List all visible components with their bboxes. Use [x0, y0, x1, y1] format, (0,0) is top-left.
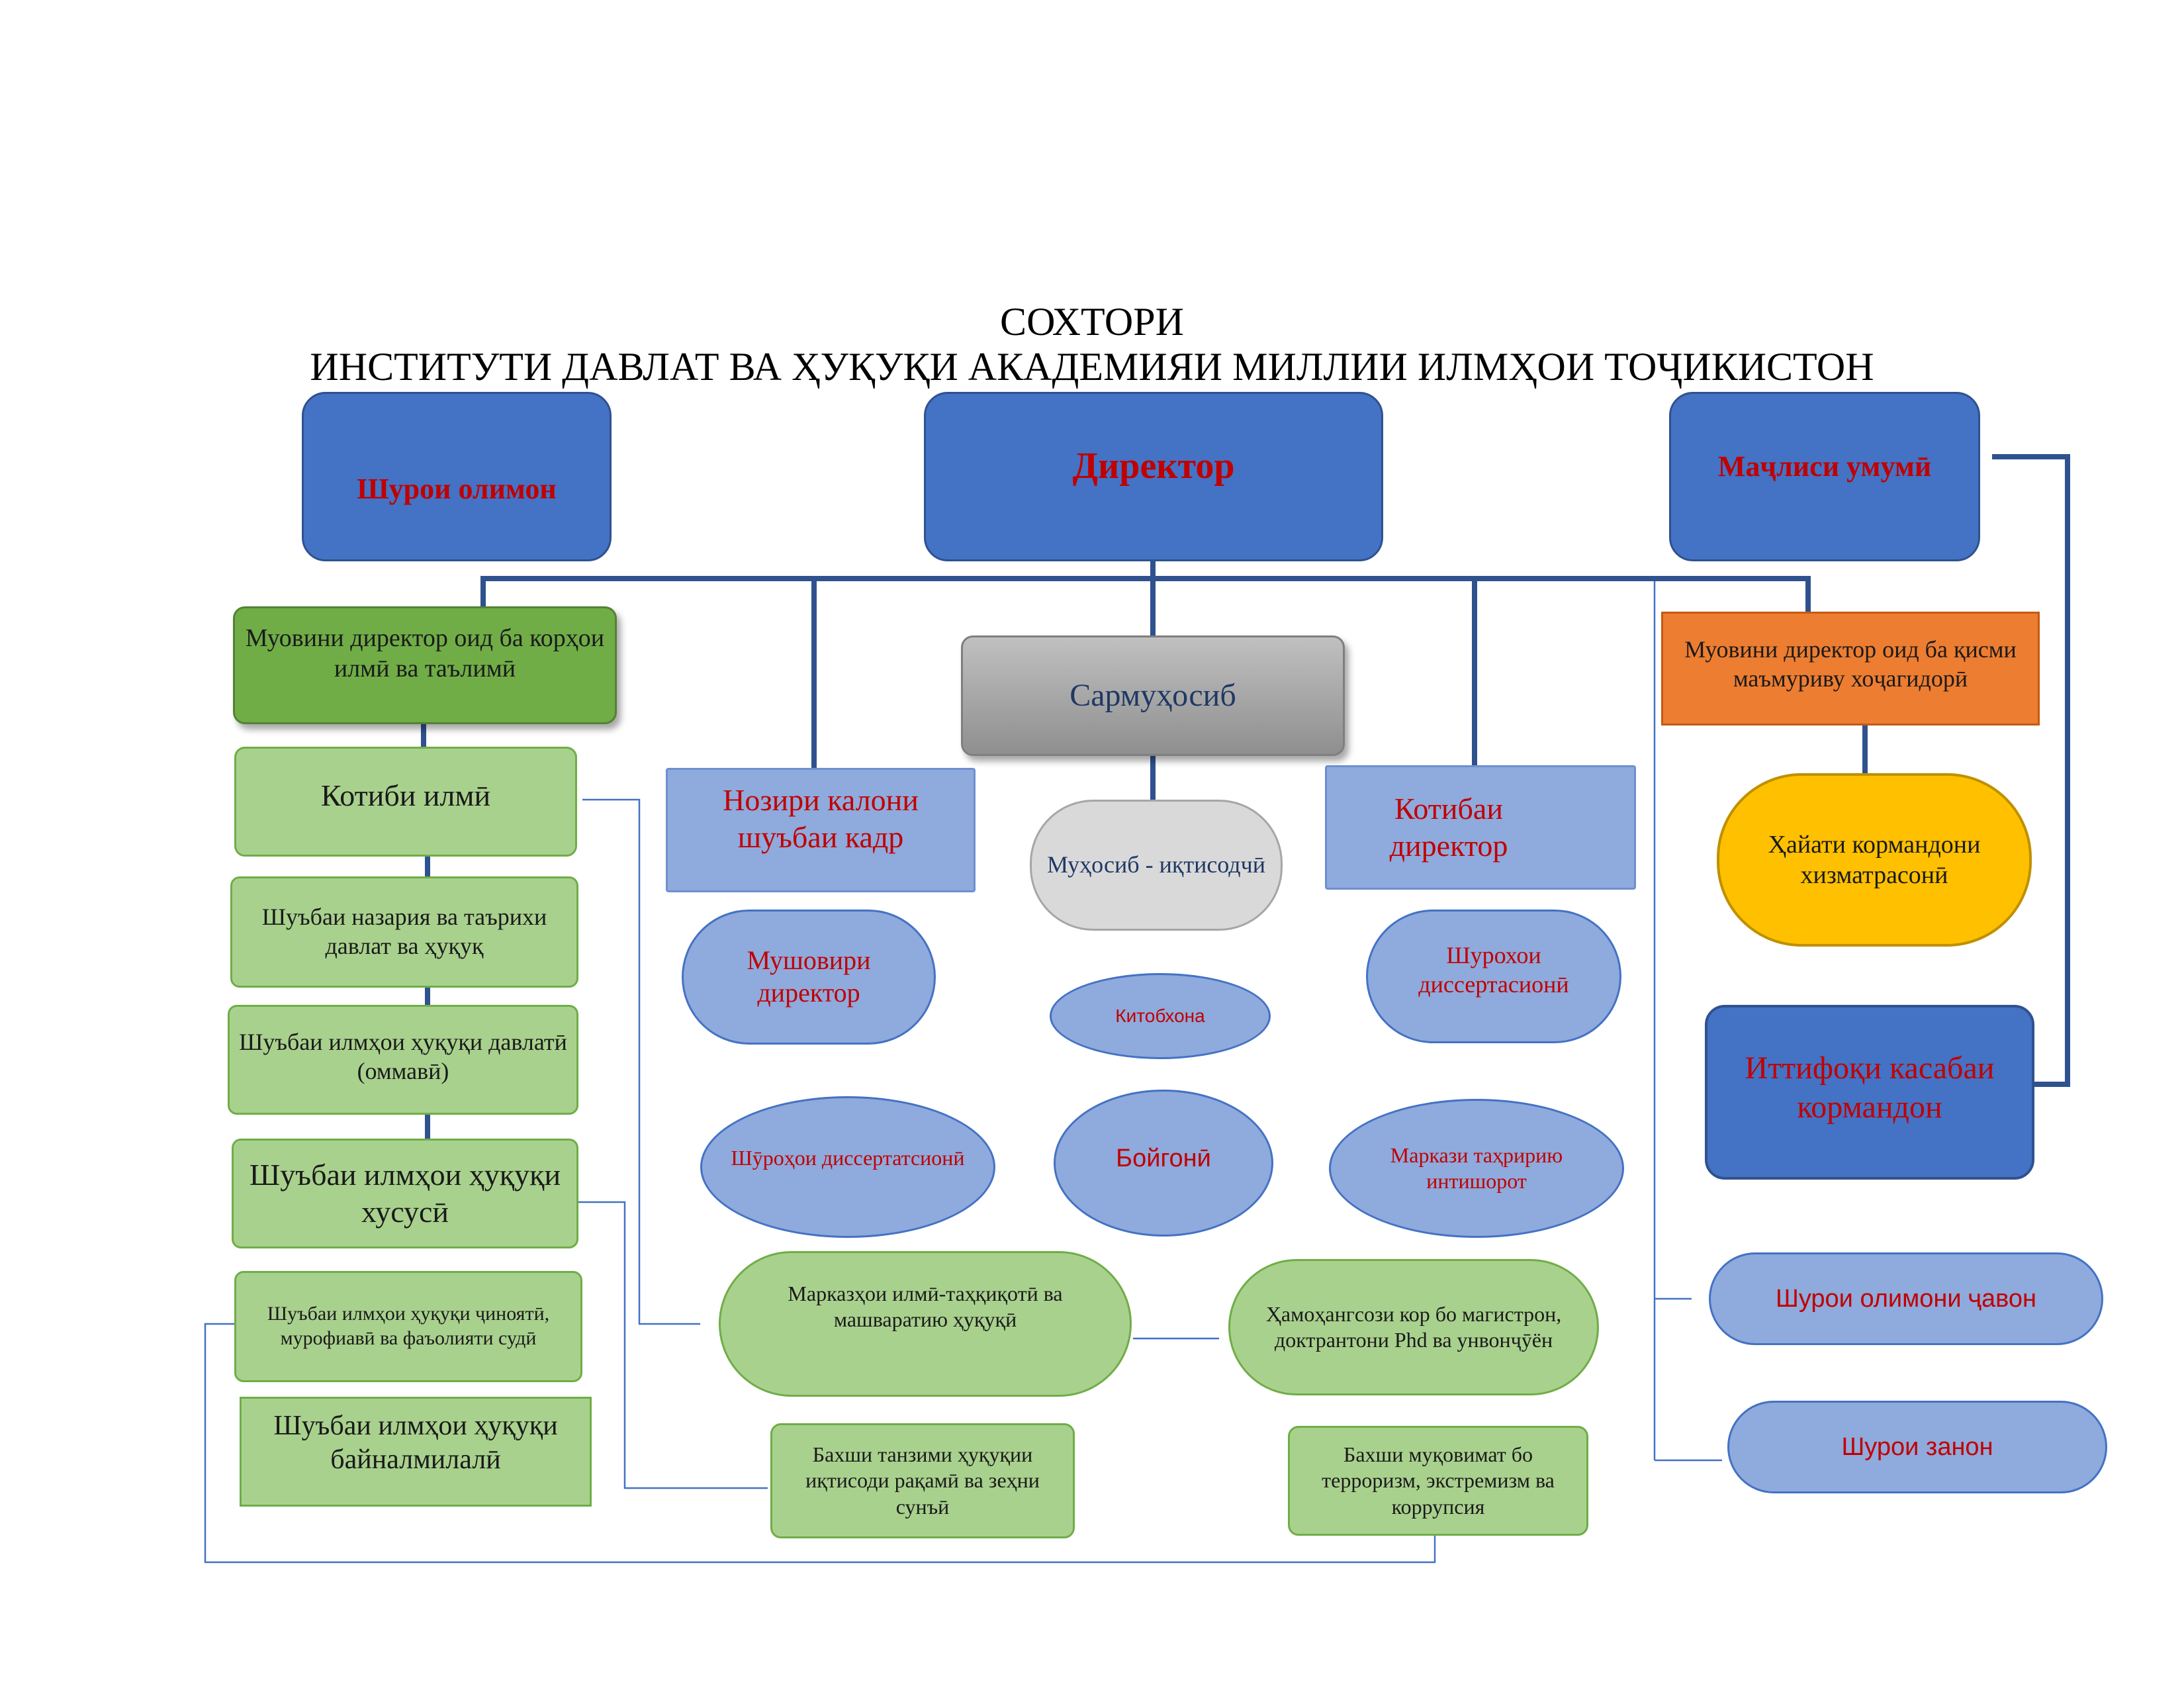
- ittifoqi-kasabai-label: Иттифоқи касабаи кормандон: [1745, 1051, 1995, 1125]
- kitobkhona-box: Китобхона: [1050, 973, 1271, 1059]
- direktor-label: Директор: [1072, 445, 1235, 487]
- hayati-kormandon-label: Ҳайати кормандони хизматрасонӣ: [1768, 830, 1981, 889]
- sarmuhosib-box: Сармуҳосиб: [961, 635, 1345, 756]
- majlisi-umumi-label: Маҷлиси умумӣ: [1717, 450, 1932, 483]
- shubai-baynalmilali-label: Шуъбаи илмҳои ҳуқуқи байналмилалӣ: [273, 1410, 558, 1475]
- kotibi-ilmi-box: Котиби илмӣ: [234, 747, 577, 857]
- shuroi-olimoni-javon-label: Шурои олимони ҷавон: [1776, 1284, 2036, 1313]
- markazi-tahririyu-label: Маркази таҳририю интишорот: [1390, 1143, 1563, 1193]
- muhosib-iqtisodchi-label: Муҳосиб - иқтисодчӣ: [1047, 851, 1265, 878]
- page-title-line1: СОХТОРИ: [1000, 300, 1184, 344]
- shurohoi-dissertatsioni-right-label: Шурохои диссертасионӣ: [1418, 942, 1569, 998]
- markazhoi-ilmi-label: Марказҳои илмӣ-таҳқиқотӣ ва машваратию ҳ…: [788, 1281, 1063, 1331]
- kotibai-direktor-box: Котибаи директор: [1325, 765, 1636, 890]
- noziri-kalon-box: Нозири калони шуъбаи кадр: [666, 768, 976, 892]
- kotibi-ilmi-label: Котиби илмӣ: [320, 778, 491, 812]
- shuroi-olimon-box: Шурои олимон: [302, 392, 612, 561]
- shuroi-zanon-box: Шурои занон: [1727, 1401, 2107, 1493]
- kotibai-direktor-label: Котибаи директор: [1389, 791, 1508, 863]
- hamohangsozi-box: Ҳамоҳангсози кор бо магистрон, доктранто…: [1228, 1259, 1599, 1395]
- shubai-khususi-label: Шуъбаи илмҳои ҳуқуқи хусусӣ: [249, 1157, 561, 1229]
- direktor-box: Директор: [924, 392, 1383, 561]
- shubai-davlati-box: Шуъбаи илмҳои ҳуқуқи давлатӣ (оммавӣ): [228, 1005, 578, 1115]
- shuroi-zanon-label: Шурои занон: [1841, 1432, 1993, 1461]
- shubai-khususi-box: Шуъбаи илмҳои ҳуқуқи хусусӣ: [232, 1139, 578, 1248]
- muovin-ilmi-box: Муовини директор оид ба корҳои илмӣ ва т…: [233, 606, 617, 724]
- shubai-jinoyati-box: Шуъбаи илмҳои ҳуқуқи ҷиноятӣ, мурофиавӣ …: [234, 1271, 582, 1382]
- shuroi-olimoni-javon-box: Шурои олимони ҷавон: [1709, 1252, 2103, 1345]
- shuroi-olimon-label: Шурои олимон: [357, 473, 557, 506]
- page-title-line2: ИНСТИТУТИ ДАВЛАТ ВА ҲУҚУҚИ АКАДЕМИЯИ МИЛ…: [310, 345, 1874, 389]
- mushoviri-direktor-box: Мушовири директор: [682, 910, 936, 1045]
- bakhshi-tanzimi-box: Бахши танзими ҳуқуқии иқтисоди рақамӣ ва…: [770, 1423, 1075, 1538]
- muovin-mamuri-label: Муовини директор оид ба қисми маъмуриву …: [1684, 636, 2017, 692]
- muhosib-iqtisodchi-box: Муҳосиб - иқтисодчӣ: [1030, 800, 1283, 931]
- ittifoqi-kasabai-box: Иттифоқи касабаи кормандон: [1705, 1005, 2034, 1180]
- sarmuhosib-label: Сармуҳосиб: [1069, 677, 1236, 713]
- shurohoi-dissertatsioni-left-box: Шӯроҳои диссертатсионӣ: [700, 1096, 995, 1238]
- shurohoi-dissertatsioni-right-box: Шурохои диссертасионӣ: [1366, 910, 1621, 1043]
- hayati-kormandon-box: Ҳайати кормандони хизматрасонӣ: [1717, 773, 2032, 947]
- shubai-davlati-label: Шуъбаи илмҳои ҳуқуқи давлатӣ (оммавӣ): [239, 1029, 567, 1084]
- bakhshi-tanzimi-label: Бахши танзими ҳуқуқии иқтисоди рақамӣ ва…: [805, 1442, 1040, 1519]
- noziri-kalon-label: Нозири калони шуъбаи кадр: [723, 783, 919, 855]
- kitobkhona-label: Китобхона: [1115, 1005, 1205, 1026]
- muovin-ilmi-label: Муовини директор оид ба корҳои илмӣ ва т…: [245, 624, 605, 683]
- mushoviri-direktor-label: Мушовири директор: [747, 945, 871, 1008]
- markazhoi-ilmi-box: Марказҳои илмӣ-таҳқиқотӣ ва машваратию ҳ…: [719, 1251, 1132, 1397]
- markazi-tahririyu-box: Маркази таҳририю интишорот: [1329, 1099, 1624, 1238]
- bakhshi-muqovimat-label: Бахши муқовимат бо терроризм, экстремизм…: [1322, 1442, 1555, 1519]
- shubai-nazaria-box: Шуъбаи назария ва таърихи давлат ва ҳуқу…: [230, 876, 578, 988]
- boygoni-label: Бойгонӣ: [1116, 1144, 1211, 1172]
- shubai-nazaria-label: Шуъбаи назария ва таърихи давлат ва ҳуқу…: [261, 904, 547, 959]
- boygoni-box: Бойгонӣ: [1054, 1090, 1273, 1237]
- shubai-jinoyati-label: Шуъбаи илмҳои ҳуқуқи ҷиноятӣ, мурофиавӣ …: [267, 1303, 550, 1349]
- muovin-mamuri-box: Муовини директор оид ба қисми маъмуриву …: [1661, 612, 2040, 726]
- shubai-baynalmilali-box: Шуъбаи илмҳои ҳуқуқи байналмилалӣ: [240, 1397, 592, 1507]
- hamohangsozi-label: Ҳамоҳангсози кор бо магистрон, доктранто…: [1265, 1301, 1562, 1352]
- majlisi-umumi-box: Маҷлиси умумӣ: [1669, 392, 1980, 561]
- majlis-ittifoq-bracket: [1992, 454, 2070, 1087]
- bakhshi-muqovimat-box: Бахши муқовимат бо терроризм, экстремизм…: [1288, 1426, 1588, 1536]
- shurohoi-dissertatsioni-left-label: Шӯроҳои диссертатсионӣ: [731, 1146, 965, 1170]
